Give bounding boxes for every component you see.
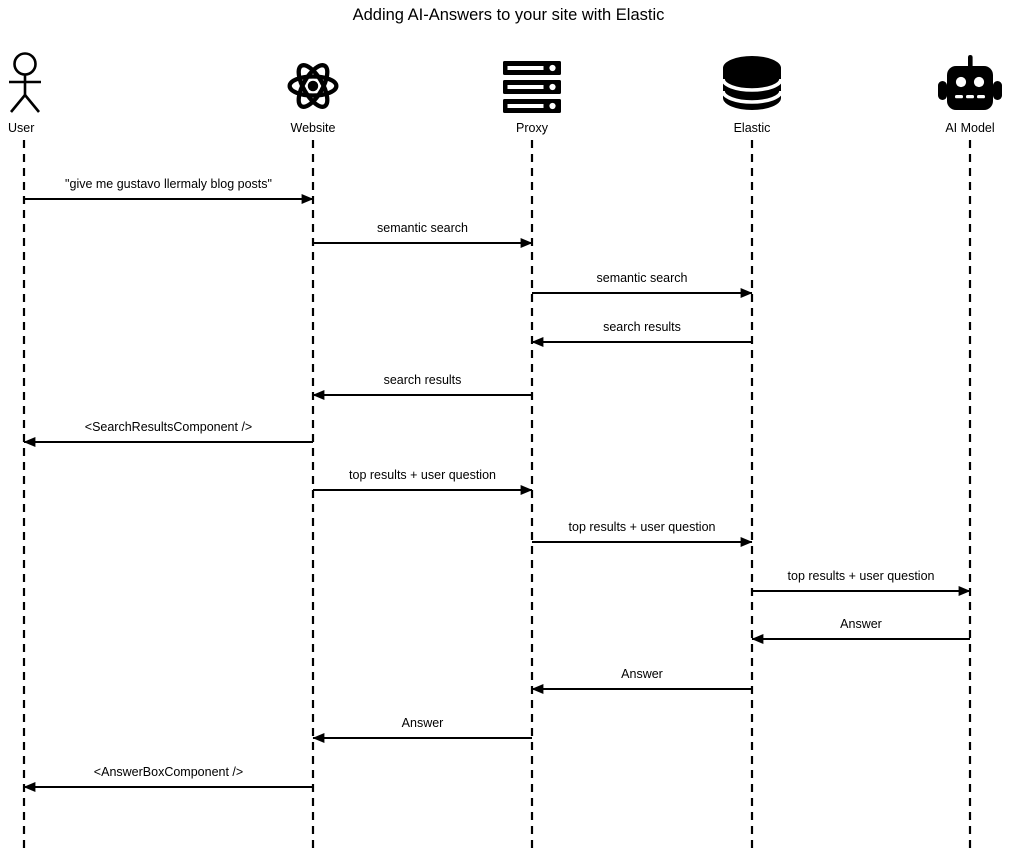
robot-head-icon <box>938 55 1002 115</box>
message-label-12: Answer <box>401 716 444 730</box>
server-rack-icon <box>503 61 561 113</box>
message-label-11: Answer <box>621 667 663 681</box>
actor-label-proxy: Proxy <box>516 121 548 135</box>
message-label-3: semantic search <box>596 271 688 285</box>
message-label-5: search results <box>383 373 462 387</box>
actor-label-website: Website <box>290 121 336 135</box>
message-label-13: <AnswerBoxComponent /> <box>93 765 244 779</box>
message-label-2: semantic search <box>376 221 469 235</box>
stick-figure-user-icon <box>4 52 46 114</box>
react-logo-icon <box>285 58 341 114</box>
actor-label-user: User <box>8 121 35 135</box>
message-label-1: "give me gustavo llermaly blog posts" <box>65 177 272 191</box>
message-label-4: search results <box>603 320 681 334</box>
message-label-6: <SearchResultsComponent /> <box>84 420 253 434</box>
database-stack-icon <box>721 56 783 119</box>
message-label-7: top results + user question <box>349 468 496 482</box>
actor-label-ai-model: AI Model <box>945 121 995 135</box>
message-label-8: top results + user question <box>568 520 716 534</box>
diagram-title: Adding AI-Answers to your site with Elas… <box>352 6 665 24</box>
message-label-10: Answer <box>840 617 882 631</box>
message-label-9: top results + user question <box>787 569 935 583</box>
actor-label-elastic: Elastic <box>733 121 771 135</box>
